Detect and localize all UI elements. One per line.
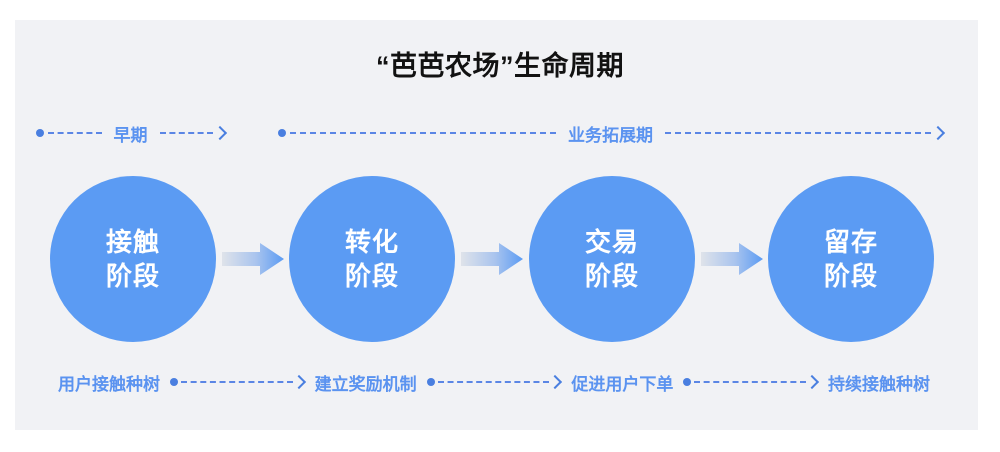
action-connector: [673, 375, 828, 389]
action-label-contact: 用户接触种树: [58, 374, 160, 394]
stage-circle-conversion[interactable]: 转化 阶段: [289, 176, 455, 342]
stage-label-line1: 留存: [823, 226, 878, 257]
stage-label-line2: 阶段: [823, 261, 878, 291]
phase-track-expansion: 业务拓展期: [278, 120, 944, 146]
stage-label-line2: 阶段: [105, 261, 160, 291]
stage-circle-retention[interactable]: 留存 阶段: [768, 176, 934, 342]
dashed-line: [159, 132, 213, 134]
block-arrow-right-icon: [222, 243, 284, 275]
action-label-reward: 建立奖励机制: [314, 374, 417, 394]
chevron-right-icon: [933, 126, 944, 140]
dashed-line: [181, 381, 293, 383]
dashed-line: [48, 132, 102, 134]
action-label-order: 促进用户下单: [571, 374, 674, 394]
stage-label-line1: 转化: [344, 226, 399, 257]
stage-label-line1: 交易: [584, 226, 639, 257]
stage-label-line2: 阶段: [584, 261, 639, 291]
dot-marker-icon: [36, 129, 44, 137]
block-arrow-right-icon: [701, 243, 763, 275]
dashed-line: [665, 132, 931, 134]
dashed-line: [694, 381, 807, 383]
dot-marker-icon: [278, 129, 286, 137]
dot-marker-icon: [170, 378, 178, 386]
page-title: “芭芭农场”生命周期: [376, 51, 624, 81]
block-arrow-right-icon: [461, 243, 523, 275]
chevron-right-icon: [807, 375, 818, 389]
stage-circle-contact[interactable]: 接触 阶段: [50, 176, 216, 342]
dashed-line: [290, 132, 556, 134]
stage-label-line1: 接触: [105, 226, 160, 257]
dot-marker-icon: [683, 378, 692, 386]
stage-circle-transaction[interactable]: 交易 阶段: [529, 176, 695, 342]
phase-label-early: 早期: [113, 125, 148, 145]
action-label-retain: 持续接触种树: [828, 374, 931, 394]
chevron-right-icon: [215, 126, 226, 140]
action-connector: [160, 375, 315, 389]
action-connector: [417, 375, 572, 389]
phase-track-early: 早期: [36, 120, 226, 146]
chevron-right-icon: [550, 375, 561, 389]
stage-label-line2: 阶段: [344, 261, 399, 291]
chevron-right-icon: [294, 375, 305, 389]
phase-label-expansion: 业务拓展期: [568, 125, 653, 145]
dashed-line: [437, 381, 550, 383]
action-row: 用户接触种树 建立奖励机制 促进用户下单 持续接触种树: [58, 368, 930, 396]
dot-marker-icon: [426, 378, 435, 386]
